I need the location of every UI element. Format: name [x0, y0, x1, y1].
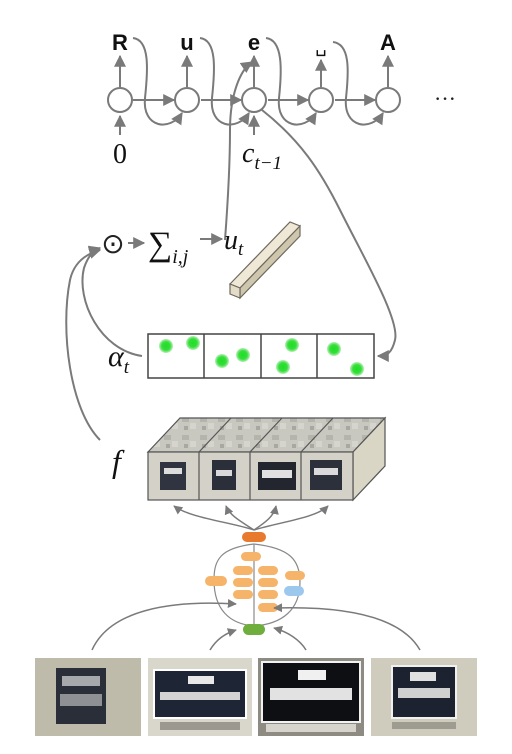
sign-text-blur: [410, 672, 436, 681]
output-char-space: ␣: [315, 36, 326, 57]
rnn-node-1: [107, 87, 133, 113]
feedback-loop-2: [199, 37, 250, 126]
sign-text-blur: [188, 676, 214, 684]
rnn-node-3: [241, 87, 267, 113]
sum-symbol: ∑: [148, 226, 172, 263]
attention-spot: [285, 338, 299, 352]
cnn-bottom-node: [243, 624, 265, 635]
feature-top-divider-1: [198, 417, 232, 453]
feedback-loop-3: [265, 37, 317, 126]
u-var: u: [224, 225, 238, 256]
cnn-network: [205, 532, 305, 635]
cnn-to-feature-arrow-1: [173, 505, 255, 531]
sign-text-blur: [60, 694, 102, 706]
cnn-to-feature-arrow-3: [253, 505, 279, 531]
u-vector-beam: [228, 221, 302, 300]
cnn-to-feature-arrow-4: [253, 505, 329, 531]
hadamard-symbol: ⊙: [101, 229, 124, 260]
context-var: c: [242, 138, 255, 169]
sign-text-blur: [398, 688, 450, 698]
attention-spot: [159, 339, 173, 353]
beam-side-face: [239, 224, 301, 300]
feature-thumb-3-detail: [262, 470, 292, 478]
attention-spot: [215, 354, 229, 368]
context-label: ct−1: [242, 138, 282, 174]
attention-spot: [327, 342, 341, 356]
decoder-nodes: [107, 87, 401, 113]
cnn-node: [258, 566, 278, 575]
attention-spot: [236, 348, 250, 362]
cnn-node: [241, 552, 261, 561]
feedback-loop-1: [132, 37, 183, 126]
output-char-5: A: [380, 30, 396, 55]
image-to-cnn-arrow-2: [209, 628, 237, 651]
sign-text-blur: [62, 676, 100, 686]
u-subscript: t: [238, 239, 244, 260]
output-char-3: e: [248, 30, 260, 55]
feedback-loop-4: [332, 41, 384, 126]
beam-end-face: [229, 283, 241, 299]
feature-thumbnails: [160, 460, 342, 490]
sum-subscript: i,j: [172, 246, 189, 268]
attention-spot: [276, 360, 290, 374]
cnn-node: [233, 578, 253, 587]
cnn-node: [233, 590, 253, 599]
cnn-right-branch: [253, 543, 301, 627]
feature-thumb-2-detail: [216, 470, 232, 476]
feature-top-divider-3: [300, 417, 334, 453]
cnn-pool-node: [284, 586, 304, 596]
rnn-node-2: [174, 87, 200, 113]
f-to-hadamard-arrow: [65, 247, 102, 441]
cnn-node: [205, 576, 227, 586]
sum-label: ∑i,j: [148, 226, 189, 268]
cnn-node: [233, 566, 253, 575]
attention-spot: [186, 336, 200, 350]
alpha-label: αt: [108, 340, 130, 378]
cnn-to-feature-arrow-2: [224, 505, 255, 531]
decoder-rnn: [114, 37, 397, 362]
sign-caption-blur: [266, 724, 356, 732]
cnn-node: [258, 578, 278, 587]
input-image-1: [35, 658, 141, 736]
input-image-2: [148, 658, 252, 736]
decoder-outputs: R u e ␣ A: [112, 30, 396, 57]
alpha-subscript: t: [124, 357, 130, 378]
u-feedback-arrow: [224, 61, 253, 241]
image-to-cnn-arrow-4: [273, 603, 421, 651]
cnn-top-node: [242, 532, 266, 542]
feature-thumb-4-detail: [314, 468, 338, 475]
image-to-cnn-arrow-1: [91, 599, 237, 651]
attention-map: [147, 333, 375, 379]
query-arrow: [261, 109, 397, 362]
cnn-node: [258, 603, 278, 612]
feature-thumb-1-detail: [164, 468, 182, 474]
feature-top-divider-2: [249, 417, 283, 453]
rnn-node-5: [375, 87, 401, 113]
sign-text-blur: [160, 692, 240, 700]
feature-volume: [146, 416, 387, 502]
sign-text-blur: [270, 688, 352, 700]
cnn-node: [258, 590, 278, 599]
attention-spot: [350, 362, 364, 376]
sign-caption-blur: [392, 722, 456, 729]
initial-input-label: 0: [113, 139, 127, 170]
feature-thumb-1: [160, 462, 186, 490]
output-char-1: R: [112, 30, 128, 55]
rnn-node-4: [308, 87, 334, 113]
sign-text-blur: [298, 670, 326, 680]
feature-label: f: [112, 443, 125, 479]
input-image-3: [258, 658, 364, 736]
u-label: ut: [224, 225, 244, 260]
image-to-cnn-arrow-3: [273, 625, 307, 651]
cnn-node: [285, 571, 305, 580]
decoder-ellipsis: ···: [434, 86, 456, 111]
sign-caption-blur: [160, 722, 240, 730]
output-char-2: u: [180, 30, 193, 55]
context-subscript: t−1: [254, 153, 282, 174]
input-image-4: [371, 658, 477, 736]
